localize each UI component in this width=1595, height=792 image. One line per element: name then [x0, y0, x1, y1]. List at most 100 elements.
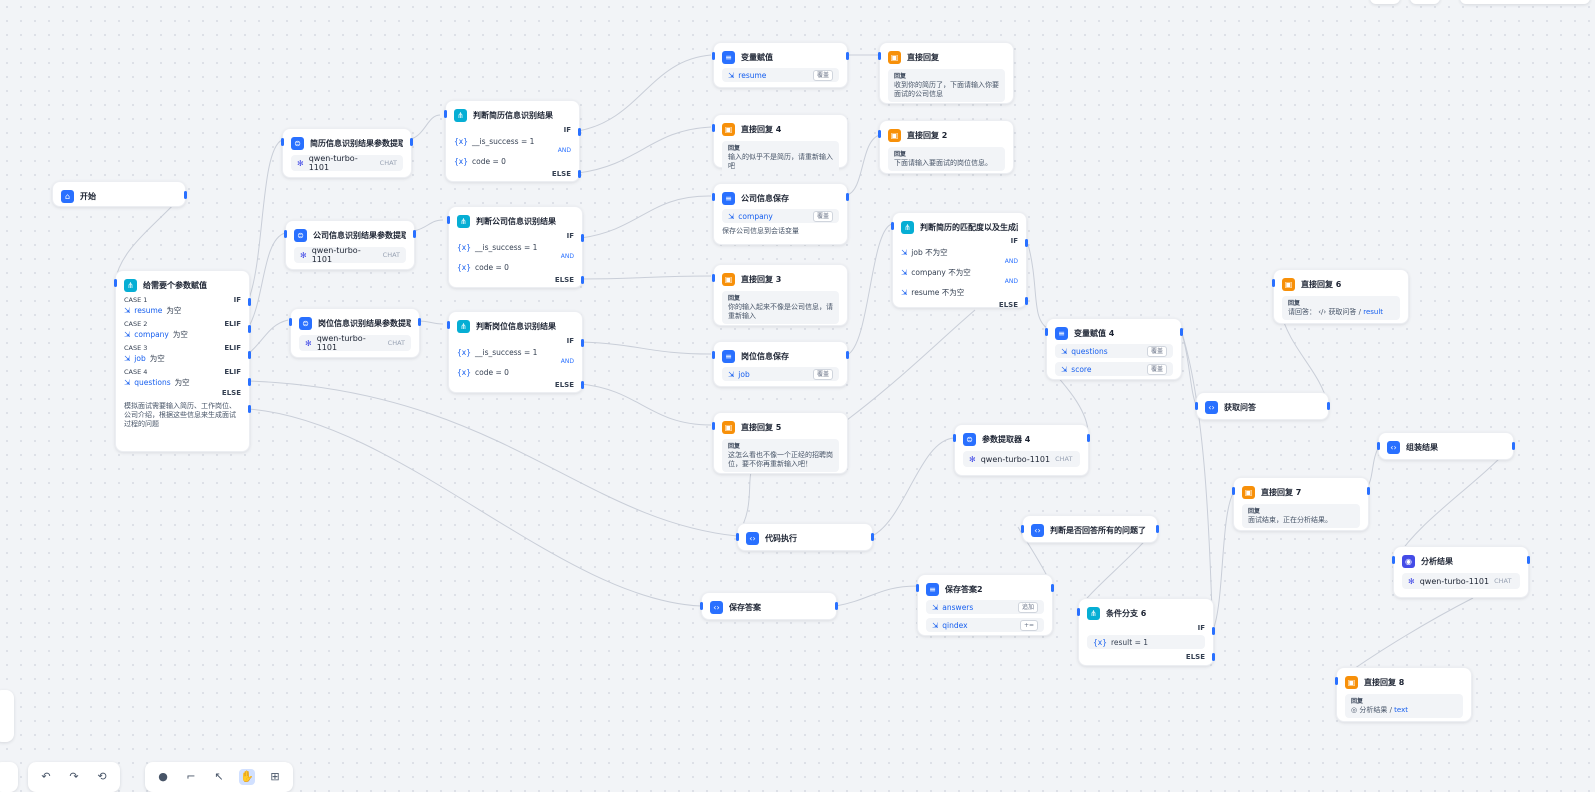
input-handle[interactable] — [916, 584, 919, 592]
output-handle-elif[interactable] — [248, 325, 251, 333]
output-handle[interactable] — [1512, 442, 1515, 450]
input-handle[interactable] — [447, 216, 450, 224]
input-handle[interactable] — [700, 602, 703, 610]
input-handle[interactable] — [891, 222, 894, 230]
output-handle[interactable] — [1156, 525, 1159, 533]
output-handle[interactable] — [1527, 556, 1530, 564]
node-reply-6[interactable]: ▣直接回复 6 回复请回答： ‹/› 获取问答 / result — [1272, 269, 1409, 324]
node-reply-5[interactable]: ▣直接回复 5 回复这怎么看也不像一个正经的招聘岗位，要不你再重新输入吧！ — [712, 412, 848, 474]
node-judge-match[interactable]: ⋔判断简历的匹配度以及生成面试 IF ⇲job 不为空 AND ⇲company… — [891, 212, 1028, 309]
output-handle-else[interactable] — [1212, 653, 1215, 661]
input-handle[interactable] — [444, 110, 447, 118]
hand-icon[interactable]: ✋ — [239, 769, 255, 785]
input-handle[interactable] — [712, 422, 715, 430]
input-handle[interactable] — [712, 52, 715, 60]
node-judge-all[interactable]: ‹›判断是否回答所有的问题了 — [1021, 515, 1159, 543]
output-handle[interactable] — [1327, 402, 1330, 410]
top-action-button[interactable] — [1410, 0, 1440, 4]
input-handle[interactable] — [289, 318, 292, 326]
output-handle-else[interactable] — [581, 276, 584, 284]
top-publish-area[interactable] — [1460, 0, 1590, 4]
output-handle-else[interactable] — [1025, 297, 1028, 305]
node-judge-resume[interactable]: ⋔判断简历信息识别结果 IF {x}__is_success = 1 AND {… — [444, 100, 581, 182]
node-reply-8[interactable]: ▣直接回复 8 回复◎ 分析结果 / text — [1335, 667, 1472, 722]
input-handle[interactable] — [878, 130, 881, 138]
input-handle[interactable] — [1232, 487, 1235, 495]
output-handle-if[interactable] — [581, 339, 584, 347]
redo-icon[interactable]: ↷ — [69, 770, 79, 783]
output-handle-else[interactable] — [581, 381, 584, 389]
output-handle[interactable] — [846, 193, 849, 201]
output-handle[interactable] — [871, 533, 874, 541]
input-handle[interactable] — [1392, 556, 1395, 564]
node-assemble[interactable]: ‹›组装结果 — [1377, 432, 1515, 460]
input-handle[interactable] — [281, 138, 284, 146]
output-handle-else[interactable] — [578, 170, 581, 178]
add-note-icon[interactable]: ⌐ — [186, 770, 196, 783]
input-handle[interactable] — [1195, 402, 1198, 410]
output-handle[interactable] — [1087, 434, 1090, 442]
output-handle[interactable] — [846, 351, 849, 359]
input-handle[interactable] — [1377, 442, 1380, 450]
node-judge-job[interactable]: ⋔判断岗位信息识别结果 IF {x}__is_success = 1 AND {… — [447, 311, 584, 393]
input-handle[interactable] — [878, 52, 881, 60]
input-handle[interactable] — [712, 193, 715, 201]
node-reply-3[interactable]: ▣直接回复 3 回复你的输入起来不像是公司信息，请重新输入 — [712, 264, 848, 326]
input-handle[interactable] — [114, 279, 117, 287]
add-node-icon[interactable]: ● — [158, 770, 168, 783]
output-handle[interactable] — [1180, 328, 1183, 336]
output-handle-elif[interactable] — [248, 351, 251, 359]
pointer-icon[interactable]: ↖ — [214, 770, 224, 783]
input-handle[interactable] — [447, 321, 450, 329]
output-handle[interactable] — [184, 191, 187, 199]
output-handle-if[interactable] — [578, 128, 581, 136]
output-handle[interactable] — [410, 138, 413, 146]
organize-icon[interactable]: ⊞ — [270, 770, 280, 783]
node-branch-6[interactable]: ⋔条件分支 6 IF {x}result = 1 ELSE — [1077, 598, 1215, 666]
top-action-button[interactable] — [1370, 0, 1400, 4]
input-handle[interactable] — [1021, 525, 1024, 533]
node-code-exec[interactable]: ‹›代码执行 — [736, 523, 874, 551]
output-handle[interactable] — [846, 52, 849, 60]
input-handle[interactable] — [953, 434, 956, 442]
output-handle[interactable] — [418, 318, 421, 326]
node-reply-4[interactable]: ▣直接回复 4 回复输入的似乎不是简历，请重新输入吧 — [712, 114, 848, 174]
node-reply[interactable]: ▣直接回复 回复收到你的简历了，下面请输入你要面试的公司信息 — [878, 42, 1014, 104]
output-handle-if[interactable] — [1025, 239, 1028, 247]
node-reply-7[interactable]: ▣直接回复 7 回复面试结束，正在分析结果。 — [1232, 477, 1370, 531]
input-handle[interactable] — [712, 351, 715, 359]
output-handle-if[interactable] — [1212, 627, 1215, 635]
output-handle[interactable] — [1051, 584, 1054, 592]
output-handle-if[interactable] — [581, 234, 584, 242]
node-reply-2[interactable]: ▣直接回复 2 回复下面请输入要面试的岗位信息。 — [878, 120, 1014, 174]
output-handle-elif[interactable] — [248, 378, 251, 386]
node-judge-company[interactable]: ⋔判断公司信息识别结果 IF {x}__is_success = 1 AND {… — [447, 206, 584, 288]
input-handle[interactable] — [1272, 279, 1275, 287]
input-handle[interactable] — [736, 533, 739, 541]
input-handle[interactable] — [712, 124, 715, 132]
input-handle[interactable] — [1045, 328, 1048, 336]
history-icon[interactable]: ⟲ — [97, 770, 107, 783]
output-handle[interactable] — [413, 230, 416, 238]
node-save-answer[interactable]: ‹›保存答案 — [700, 592, 838, 620]
undo-icon[interactable]: ↶ — [41, 770, 51, 783]
node-start[interactable]: ⌂开始 — [52, 181, 187, 207]
zoom-control[interactable] — [0, 762, 18, 792]
output-handle-if[interactable] — [248, 298, 251, 306]
output-handle[interactable] — [835, 602, 838, 610]
input-handle[interactable] — [284, 230, 287, 238]
output-handle[interactable] — [1367, 487, 1370, 495]
